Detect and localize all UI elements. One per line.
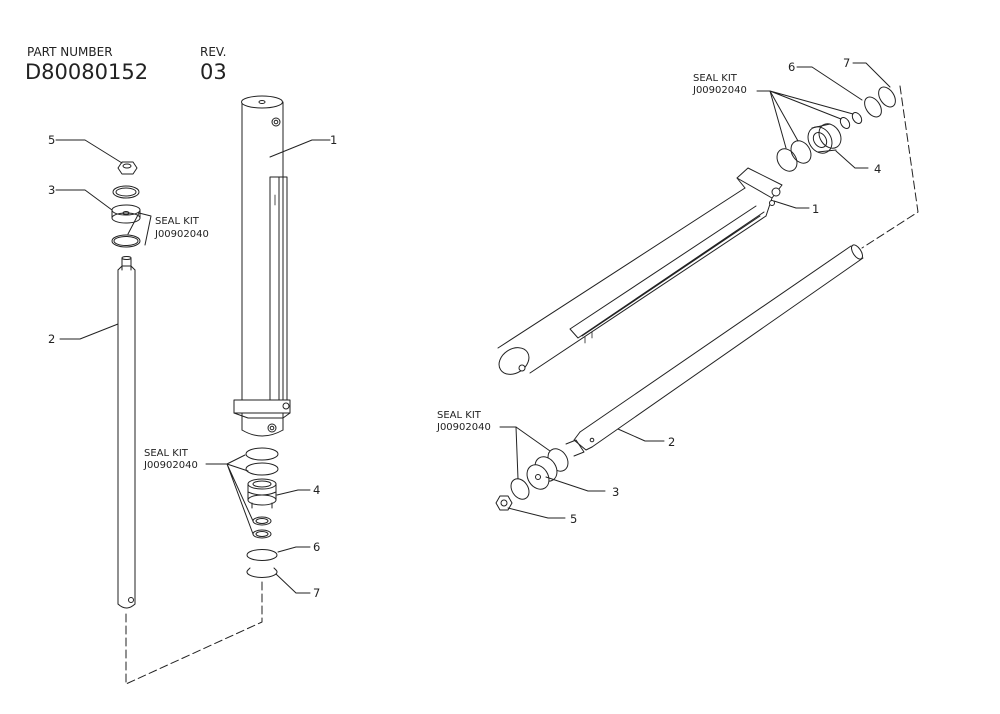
leader-right-kit-2	[499, 426, 519, 480]
left-barrel	[233, 95, 291, 437]
revision-label: REV.	[200, 45, 227, 59]
right-nut	[495, 495, 513, 511]
leader-left-kit-2	[205, 454, 246, 465]
callout-right-3: 3	[612, 485, 619, 499]
part-number-label: PART NUMBER	[27, 45, 113, 59]
callout-left-5: 5	[48, 133, 55, 147]
callout-right-5: 5	[570, 512, 577, 526]
leader-left-kit	[138, 212, 152, 246]
leader-right-6	[796, 66, 863, 101]
callout-left-7: 7	[313, 586, 320, 600]
seal-kit-title-left-upper: SEAL KIT	[155, 216, 200, 227]
seal-kit-number-left-lower: J00902040	[143, 460, 198, 471]
right-seal-ring	[510, 478, 530, 500]
left-kit-oring-1	[245, 447, 279, 461]
right-kit-oring-1	[790, 140, 812, 164]
seal-kit-title-left-lower: SEAL KIT	[144, 448, 189, 459]
callout-right-7: 7	[843, 56, 850, 70]
leader-right-2	[617, 428, 665, 442]
seal-kit-number-right-upper: J00902040	[692, 85, 747, 96]
right-small-ring-1	[839, 117, 851, 129]
left-piston	[111, 185, 141, 224]
leader-left-1	[269, 139, 331, 158]
left-retaining-ring	[246, 569, 278, 578]
left-rod	[117, 256, 136, 685]
leader-right-7	[852, 62, 891, 88]
right-kit-oring-2	[776, 148, 798, 172]
callout-right-4: 4	[874, 162, 881, 176]
leader-right-4	[835, 150, 869, 169]
left-nut	[117, 161, 138, 175]
seal-kit-number-left-upper: J00902040	[154, 229, 209, 240]
callout-right-2: 2	[668, 435, 675, 449]
right-retaining-ring	[878, 86, 896, 108]
right-gland	[807, 123, 842, 154]
leader-left-4	[276, 489, 311, 496]
callout-left-1: 1	[330, 133, 337, 147]
callout-left-3: 3	[48, 183, 55, 197]
left-gland	[247, 478, 277, 509]
leader-right-3	[545, 476, 606, 492]
callout-left-6: 6	[313, 540, 320, 554]
leader-left-2	[59, 323, 119, 340]
left-kit-oring-2	[245, 462, 279, 476]
seal-kit-title-right-lower: SEAL KIT	[437, 410, 482, 421]
revision-number: 03	[200, 60, 227, 84]
leader-left-7	[275, 573, 311, 594]
leader-right-5	[507, 507, 566, 519]
right-assembly-path	[861, 85, 919, 249]
seal-kit-title-right-upper: SEAL KIT	[693, 73, 738, 84]
part-number: D80080152	[25, 60, 149, 84]
left-wiper-ring	[246, 549, 278, 561]
left-small-ring-2-inner	[255, 531, 269, 537]
leader-right-1	[773, 200, 810, 209]
callout-right-1: 1	[812, 202, 819, 216]
leader-left-6	[277, 546, 311, 553]
leader-right-kit	[756, 90, 787, 149]
right-rod	[565, 244, 864, 457]
right-wiper-ring	[864, 96, 882, 118]
leader-left-3	[55, 189, 113, 211]
right-small-ring-2	[851, 112, 863, 124]
callout-right-6: 6	[788, 60, 795, 74]
right-piston	[526, 456, 558, 490]
left-small-ring-1-inner	[255, 518, 269, 524]
callout-left-2: 2	[48, 332, 55, 346]
callout-left-4: 4	[313, 483, 320, 497]
leader-left-5	[55, 139, 123, 164]
left-assembly-path	[125, 581, 263, 685]
left-seal-ring	[111, 234, 141, 248]
seal-kit-number-right-lower: J00902040	[436, 422, 491, 433]
right-barrel	[497, 167, 783, 375]
left-seal-ring-inner	[113, 236, 139, 246]
